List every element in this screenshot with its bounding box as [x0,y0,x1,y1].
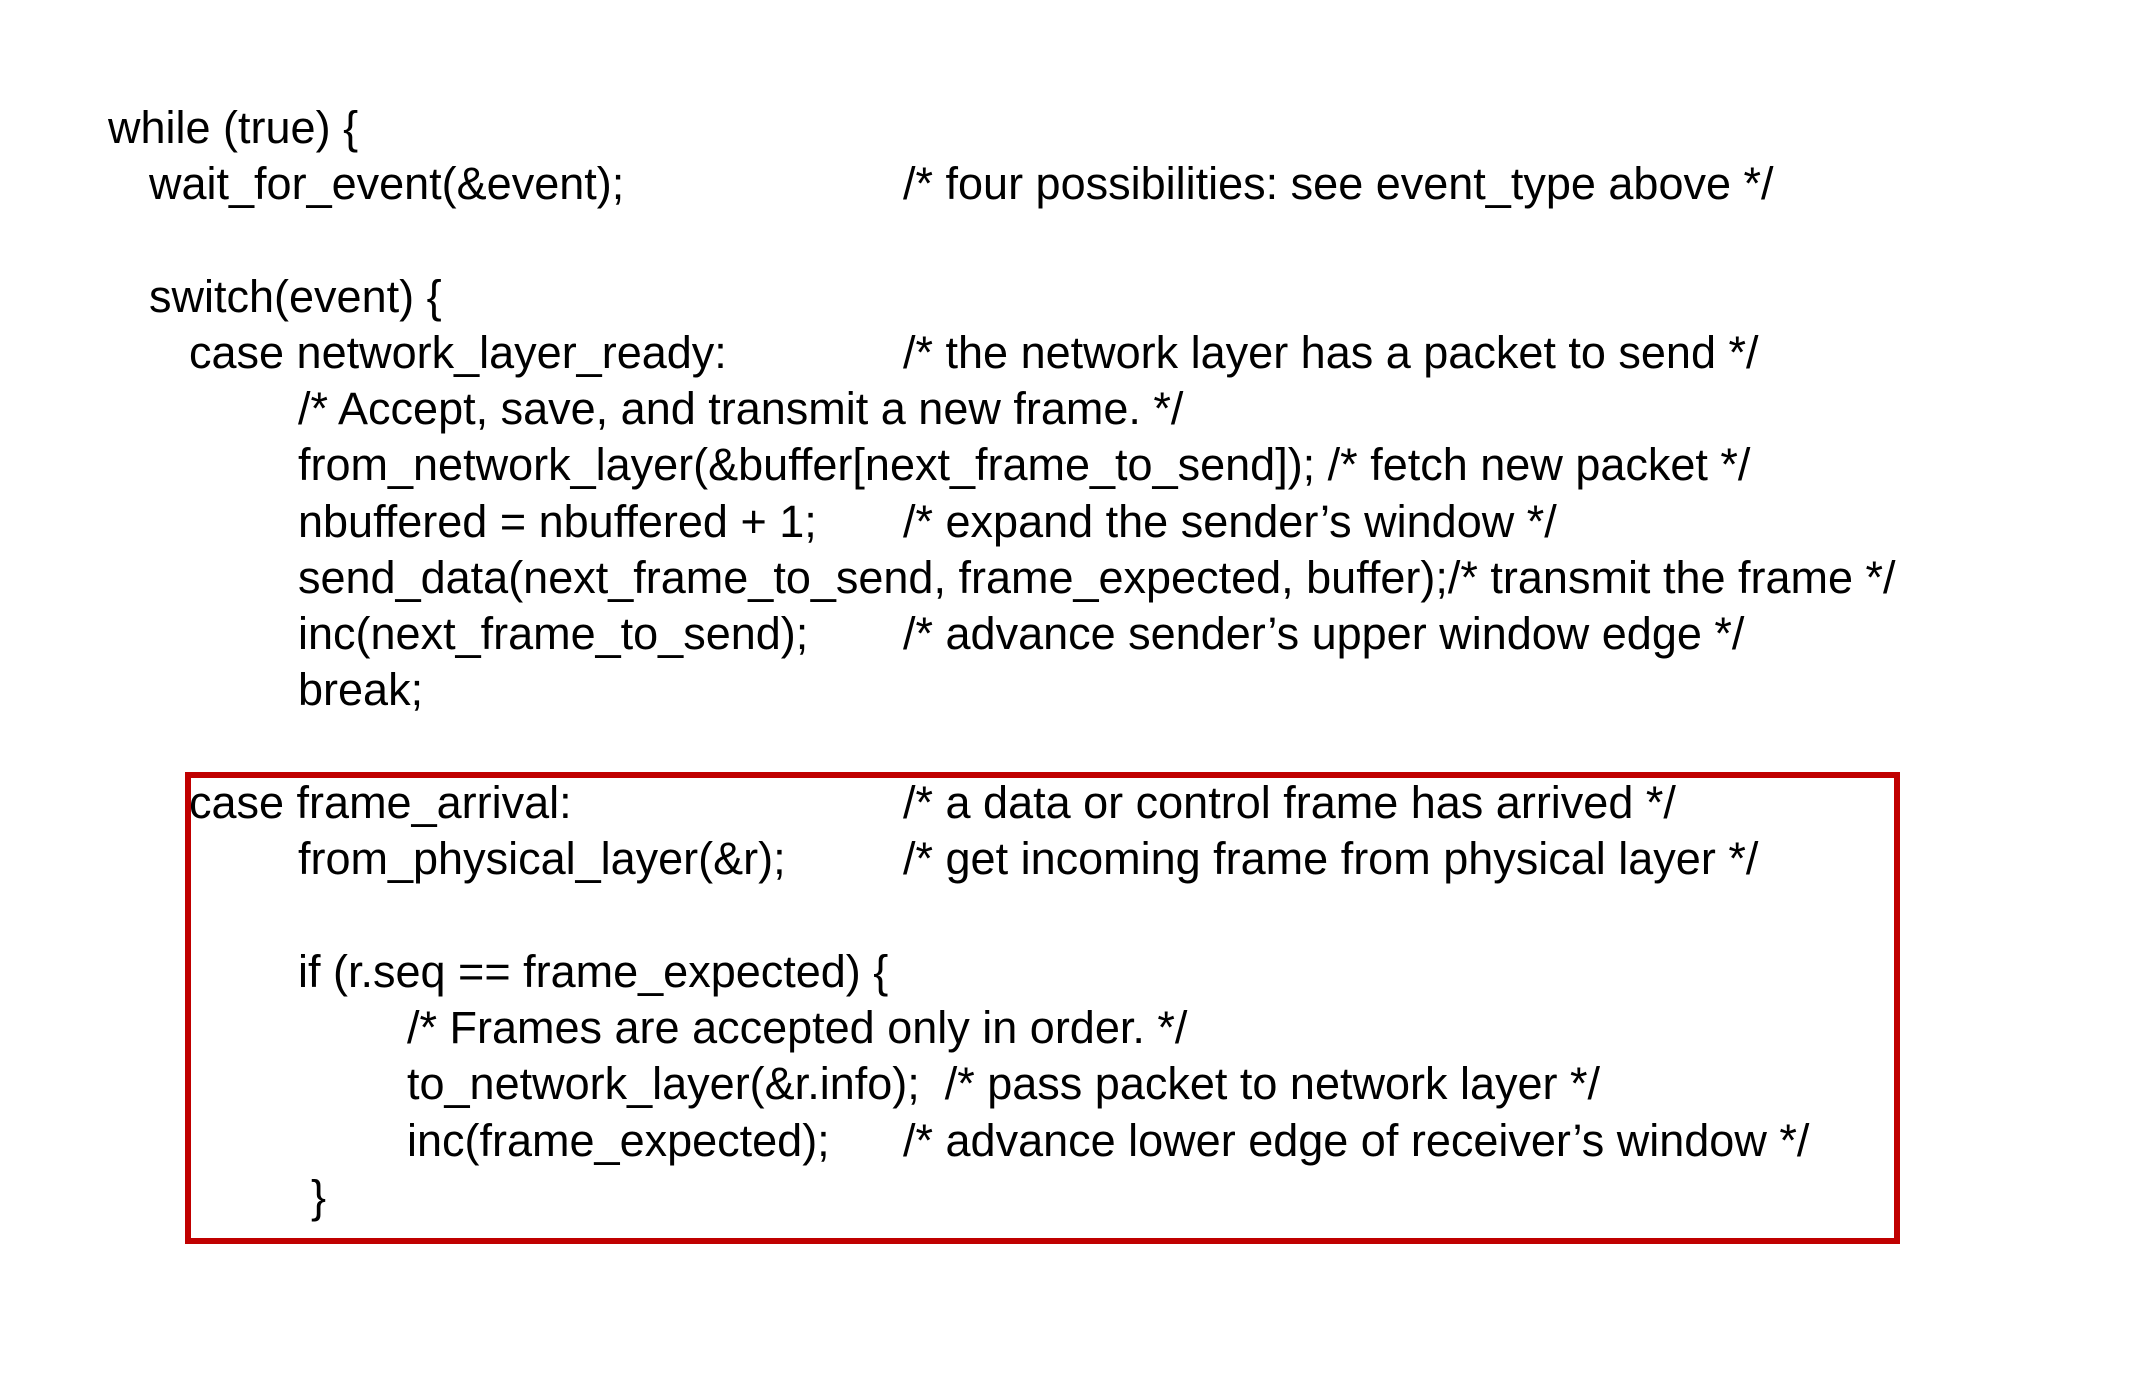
code-line-switch: switch(event) { [149,271,442,322]
comment-accept: /* Accept, save, and transmit a new fram… [298,383,1184,434]
comment-inc-frame: /* advance lower edge of receiver’s wind… [903,1115,1810,1166]
comment-from-physical: /* get incoming frame from physical laye… [903,833,1759,884]
code-line-to-network: to_network_layer(&r.info); /* pass packe… [407,1058,1601,1109]
code-line-break: break; [298,664,424,715]
code-line-if: if (r.seq == frame_expected) { [298,946,889,997]
comment-wait: /* four possibilities: see event_type ab… [903,158,1774,209]
code-line-close-brace: } [311,1171,327,1222]
code-line-wait: wait_for_event(&event); [149,158,625,209]
code-line-nbuffered: nbuffered = nbuffered + 1; [298,496,817,547]
code-line-inc-next: inc(next_frame_to_send); [298,608,809,659]
code-line-inc-frame: inc(frame_expected); [407,1115,830,1166]
code-line-from-network: from_network_layer(&buffer[next_frame_to… [298,439,1751,490]
code-line-send-data: send_data(next_frame_to_send, frame_expe… [298,552,1896,603]
highlight-box [185,772,1900,1244]
comment-nbuffered: /* expand the sender’s window */ [903,496,1557,547]
comment-inc-next: /* advance sender’s upper window edge */ [903,608,1745,659]
comment-case-ready: /* the network layer has a packet to sen… [903,327,1759,378]
comment-frames: /* Frames are accepted only in order. */ [407,1002,1188,1053]
code-line-while: while (true) { [108,102,359,153]
code-line-from-physical: from_physical_layer(&r); [298,833,786,884]
comment-case-arrival: /* a data or control frame has arrived *… [903,777,1676,828]
code-line-case-ready: case network_layer_ready: [189,327,727,378]
code-line-case-arrival: case frame_arrival: [189,777,572,828]
